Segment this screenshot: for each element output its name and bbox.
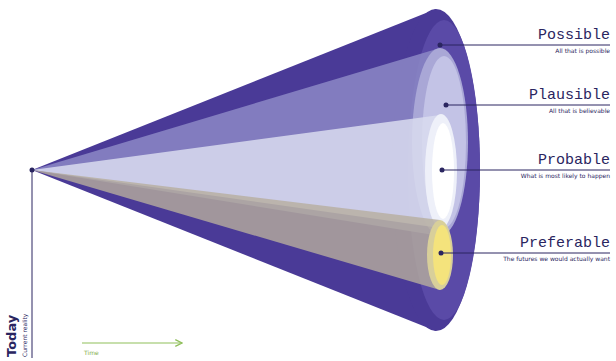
leader-dot [444,103,449,108]
plausible-face [422,56,466,228]
today-description: Current reality [22,314,29,357]
apex-dot [30,168,35,173]
leader-dot [438,43,443,48]
leader-dot [440,168,445,173]
scenario-description: All that is possible [555,48,610,55]
scenario-description: All that is believable [549,108,610,115]
probable-face [432,123,454,219]
preferable-cone [32,170,440,290]
leader-line [440,45,610,46]
scenario-title: Possible [538,28,610,45]
leader-dot [439,251,444,256]
scenario-title: Probable [538,153,610,170]
time-arrow [82,342,182,343]
scenario-title: Preferable [520,236,610,253]
leader-line [441,253,610,254]
scenario-description: What is most likely to happen [521,173,610,180]
probable-cap [425,114,457,228]
time-label: Time [84,350,99,357]
preferable-face [433,225,451,285]
today-line [32,170,33,358]
leader-lines [440,45,610,253]
leader-dots [438,43,449,256]
leader-line [442,170,610,171]
leader-line [446,105,610,106]
today-label: Today [5,315,19,357]
scenario-title: Plausible [529,88,610,105]
preferable-cap [427,220,453,290]
scenario-description: The futures we would actually want [503,256,610,263]
